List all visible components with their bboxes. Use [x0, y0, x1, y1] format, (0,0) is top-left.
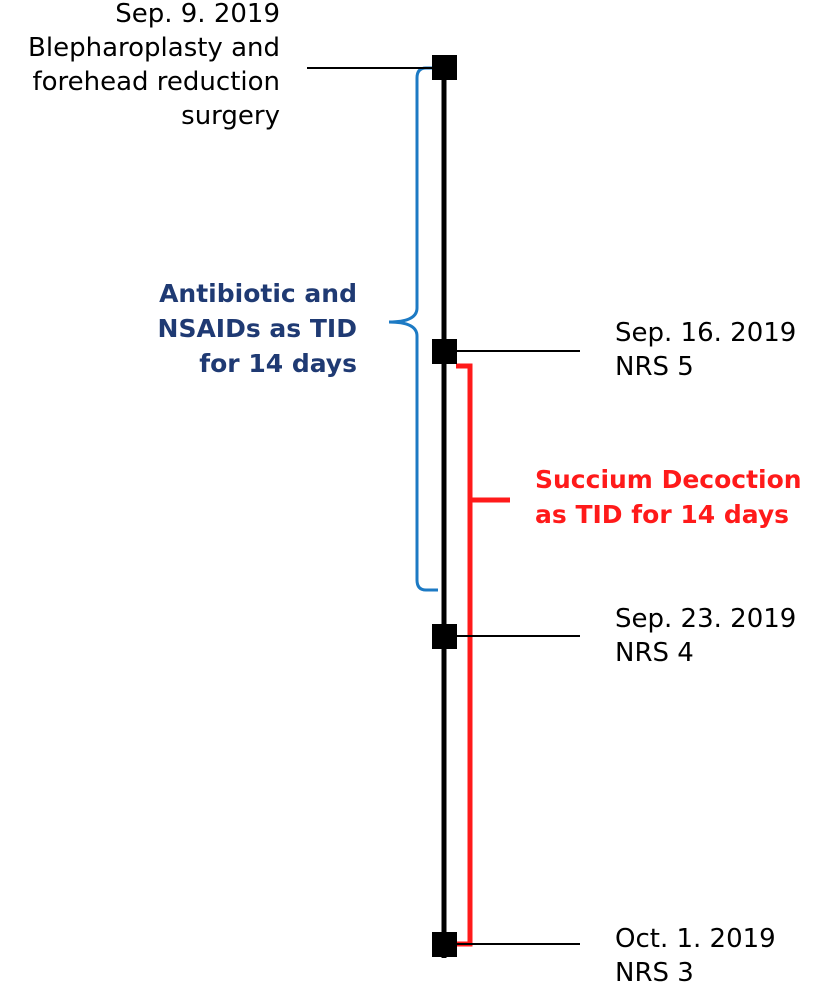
- succium-bracket: [456, 363, 510, 947]
- antibiotic-treatment-label: Antibiotic and NSAIDs as TID for 14 days: [158, 276, 357, 381]
- event-label-sep16: Sep. 16. 2019 NRS 5: [615, 316, 796, 384]
- treatment-line: Antibiotic and: [159, 279, 357, 308]
- event-nrs-score: NRS 5: [615, 352, 694, 382]
- event-description-line: surgery: [181, 101, 280, 131]
- succium-treatment-label: Succium Decoction as TID for 14 days: [535, 462, 802, 532]
- event-date: Sep. 9. 2019: [115, 0, 280, 29]
- antibiotic-bracket: [388, 66, 438, 592]
- event-label-sep23: Sep. 23. 2019 NRS 4: [615, 602, 796, 670]
- treatment-line: Succium Decoction: [535, 465, 802, 494]
- event-label-oct1: Oct. 1. 2019 NRS 3: [615, 922, 776, 990]
- event-date: Sep. 23. 2019: [615, 604, 797, 634]
- event-description-line: Blepharoplasty and: [28, 33, 280, 63]
- event-description-line: forehead reduction: [32, 67, 280, 97]
- event-date: Oct. 1. 2019: [615, 924, 776, 954]
- event-label-sep9: Sep. 9. 2019 Blepharoplasty and forehead…: [28, 0, 280, 133]
- event-marker-sep16: [432, 339, 457, 364]
- event-nrs-score: NRS 4: [615, 638, 694, 668]
- event-marker-oct1: [432, 932, 457, 957]
- event-date: Sep. 16. 2019: [615, 318, 797, 348]
- treatment-line: NSAIDs as TID: [157, 314, 357, 343]
- event-marker-sep9: [432, 55, 457, 80]
- treatment-line: for 14 days: [199, 349, 357, 378]
- treatment-line: as TID for 14 days: [535, 500, 790, 529]
- event-nrs-score: NRS 3: [615, 958, 694, 988]
- event-marker-sep23: [432, 624, 457, 649]
